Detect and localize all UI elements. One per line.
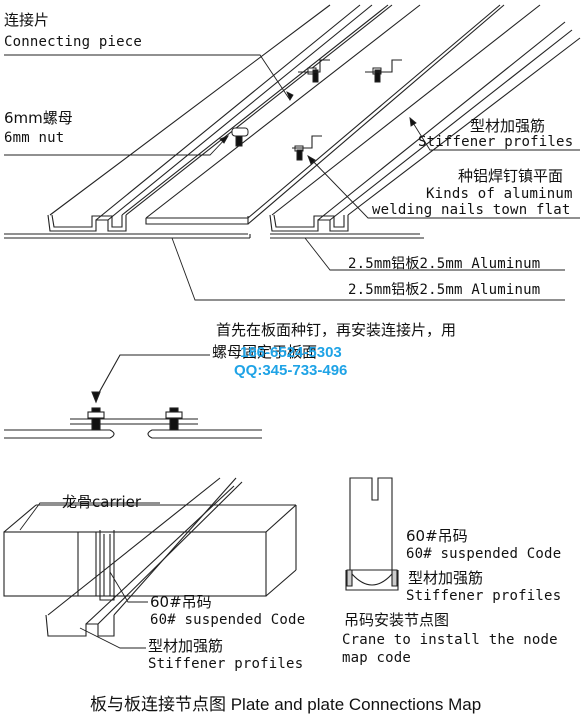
plate-label-2: 2.5mm铝板2.5mm Aluminum <box>348 282 541 298</box>
bottom-left-leaders <box>19 502 160 649</box>
stiffener-en-left: Stiffener profiles <box>148 656 304 672</box>
stiffener-label-en: Stiffener profiles <box>418 134 574 150</box>
carrier-label: 龙骨carrier <box>62 493 142 511</box>
nails-label-en1: Kinds of aluminum <box>426 186 573 202</box>
connecting-piece-label-cn: 连接片 <box>4 11 50 29</box>
crane-node-en1: Crane to install the node <box>342 632 558 648</box>
nut-label-cn: 6mm螺母 <box>4 109 73 127</box>
middle-section <box>4 354 262 439</box>
nails-label-en2: welding nails town flat <box>372 202 571 218</box>
suspended-code-cn-left: 60#吊码 <box>150 593 212 611</box>
connecting-pieces <box>292 59 402 149</box>
nails-label-cn: 种铝焊钉镇平面 <box>458 167 564 185</box>
carrier-box <box>3 504 297 597</box>
stiffener-cn-left: 型材加强筋 <box>148 637 224 655</box>
top-plate-middle <box>145 4 505 225</box>
top-base-plates <box>4 233 424 239</box>
phone-watermark: 186-6524-5303 <box>240 344 342 361</box>
top-nuts <box>231 67 382 161</box>
instruction-line-2: 螺母固定于板面 <box>212 343 318 361</box>
suspended-code-en-right: 60# suspended Code <box>406 546 562 562</box>
top-profile-left <box>47 4 393 232</box>
stiffener-cn-right: 型材加强筋 <box>408 569 484 587</box>
suspended-code-cn-right: 60#吊码 <box>406 527 468 545</box>
nut-label-en: 6mm nut <box>4 130 65 146</box>
suspended-code-en-left: 60# suspended Code <box>150 612 306 628</box>
top-profile-right <box>269 4 581 232</box>
stiffener-en-right: Stiffener profiles <box>406 588 562 604</box>
bottom-left-profile <box>45 477 243 637</box>
top-leaders <box>4 54 580 301</box>
stiffener-label-cn: 型材加强筋 <box>470 117 546 135</box>
connecting-piece-label-en: Connecting piece <box>4 34 143 50</box>
crane-code <box>345 477 399 591</box>
crane-node-en2: map code <box>342 650 412 666</box>
instruction-line-1: 首先在板面种钉，再安装连接片，用 <box>216 321 457 339</box>
qq-watermark: QQ:345-733-496 <box>234 362 348 379</box>
crane-node-cn: 吊码安装节点图 <box>344 611 450 629</box>
diagram-caption: 板与板连接节点图 Plate and plate Connections Map <box>90 695 482 714</box>
plate-label-1: 2.5mm铝板2.5mm Aluminum <box>348 256 541 272</box>
